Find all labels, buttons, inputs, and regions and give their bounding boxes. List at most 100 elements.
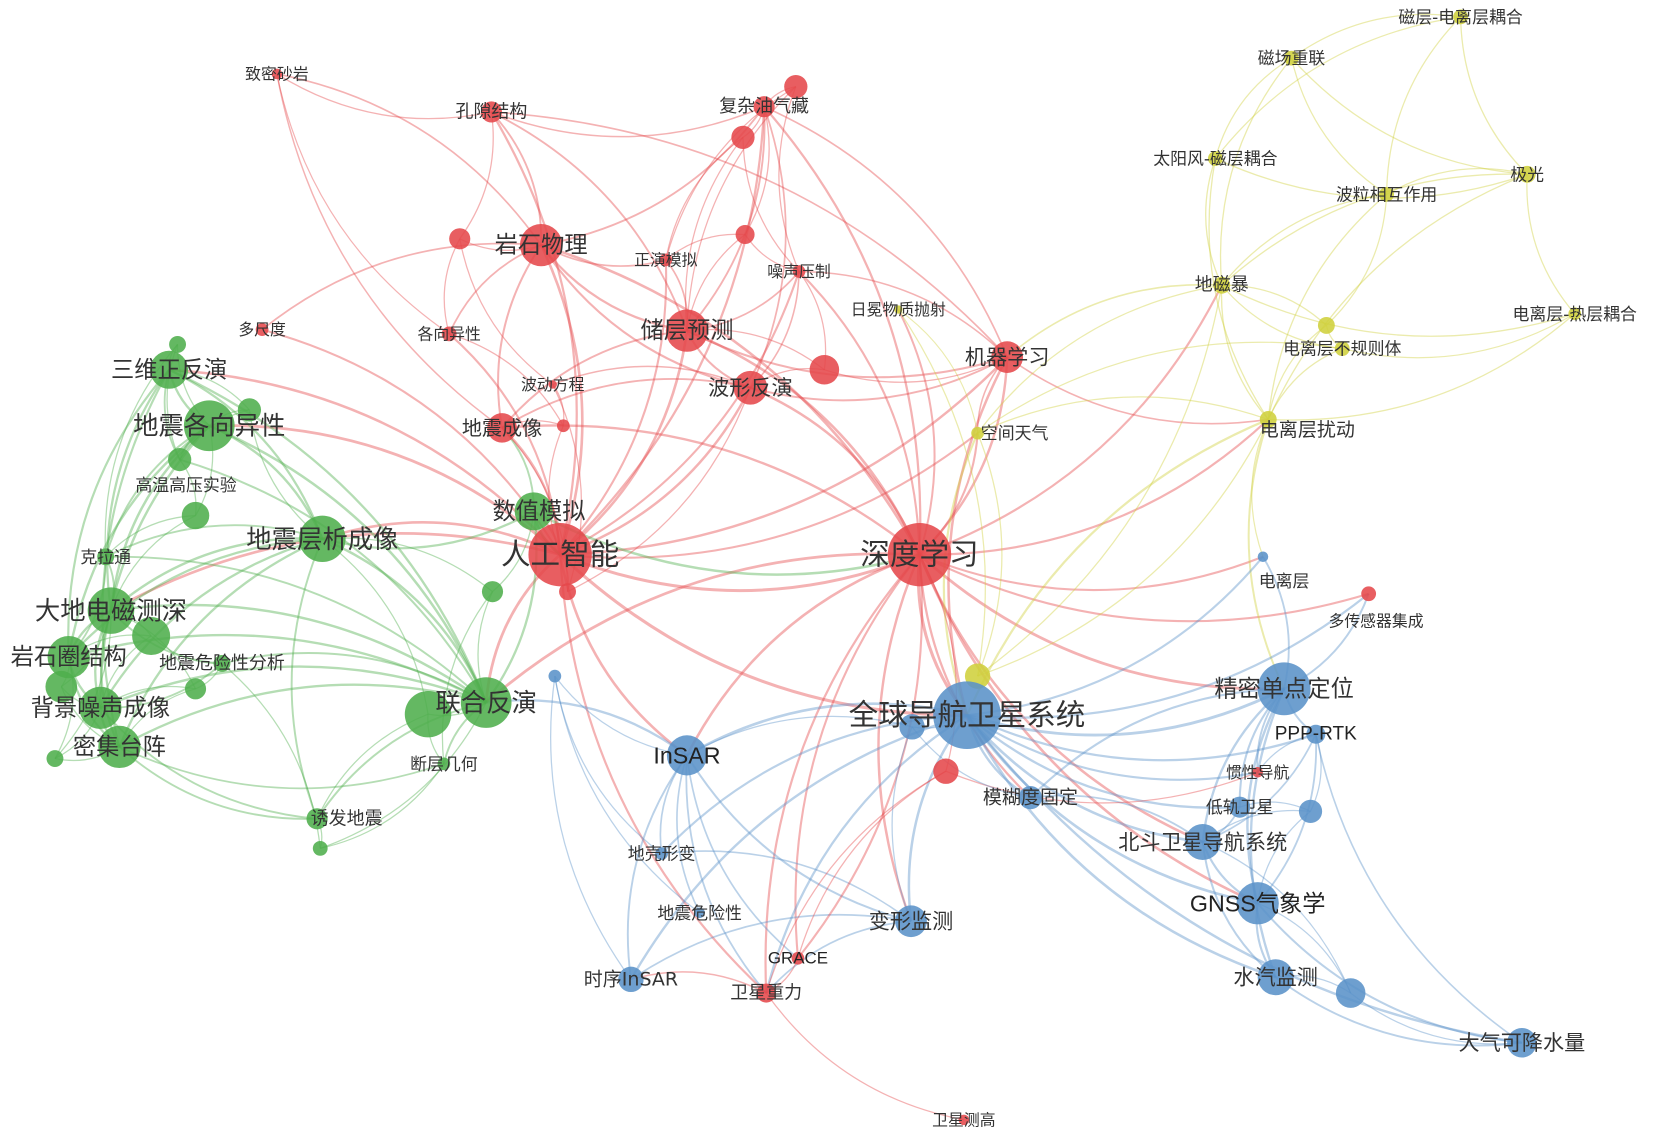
edge	[208, 424, 488, 704]
node-green	[45, 670, 78, 703]
edge	[877, 554, 921, 922]
edge	[554, 676, 701, 914]
edge	[67, 369, 170, 658]
edge	[1256, 734, 1318, 904]
node-yellow	[1379, 186, 1395, 202]
node-label: 背景噪声成像	[31, 694, 170, 721]
node-yellow	[1213, 276, 1231, 294]
node-label: 致密砂岩	[245, 64, 308, 83]
node-yellow	[1317, 316, 1335, 334]
node-label: 日冕物质抛射	[851, 300, 946, 319]
edge	[1275, 976, 1523, 1047]
node-label: 复杂油气藏	[719, 96, 809, 117]
edge	[1290, 57, 1387, 195]
edge	[276, 73, 503, 429]
edge	[99, 537, 323, 709]
node-label: 惯性导航	[1226, 763, 1290, 782]
edge	[630, 913, 912, 981]
edge	[630, 971, 767, 994]
edge	[459, 238, 554, 386]
edge	[443, 238, 461, 335]
node-blue	[1236, 882, 1279, 925]
node-green	[213, 655, 231, 672]
edge	[554, 676, 662, 855]
node-label: 联合反演	[435, 688, 536, 718]
node-label: 诱发地震	[311, 808, 383, 829]
edge	[501, 329, 688, 429]
node-blue	[694, 907, 705, 919]
node-red	[887, 522, 952, 587]
edge	[321, 537, 488, 704]
node-label: 孔隙结构	[456, 101, 528, 122]
node-label: 储层预测	[640, 317, 733, 344]
edge	[1030, 794, 1204, 843]
node-label: 密集台阵	[73, 733, 166, 760]
node-label: 大气可降水量	[1458, 1030, 1585, 1055]
node-label: 地震危险性	[657, 903, 742, 923]
node-yellow	[1518, 165, 1536, 183]
node-red	[480, 101, 503, 123]
edge	[559, 387, 752, 556]
edge	[919, 284, 1223, 556]
edge	[67, 537, 323, 658]
node-red	[933, 758, 959, 784]
node-red	[548, 380, 557, 389]
node-label: 北斗卫星导航系统	[1118, 830, 1287, 855]
edge	[966, 592, 1370, 719]
node-red	[271, 68, 283, 80]
node-green	[132, 616, 171, 656]
edge	[320, 763, 445, 849]
edge	[919, 553, 1264, 592]
edge	[765, 714, 968, 994]
edge	[977, 285, 1223, 677]
edge	[567, 387, 751, 593]
node-green	[150, 350, 189, 389]
node-label: 数值模拟	[493, 498, 586, 525]
edge	[1221, 284, 1575, 337]
node-green	[404, 690, 452, 738]
edge	[1219, 57, 1293, 286]
edge	[765, 920, 912, 994]
node-label: 机器学习	[965, 345, 1050, 370]
edge	[965, 714, 1277, 979]
edge	[540, 244, 688, 332]
edge	[559, 271, 800, 556]
edge	[276, 73, 542, 246]
node-red	[809, 354, 840, 385]
edge	[685, 553, 920, 756]
node-green	[299, 515, 346, 563]
edge	[1459, 16, 1528, 175]
node-yellow	[1334, 341, 1350, 357]
edge	[559, 553, 968, 717]
node-yellow	[1284, 50, 1299, 66]
node-blue	[1306, 724, 1326, 744]
edge	[68, 633, 487, 704]
node-label: 深度学习	[860, 538, 978, 572]
node-label: 地壳形变	[628, 844, 696, 864]
edge	[559, 259, 668, 556]
edge	[539, 244, 584, 556]
edge	[684, 136, 744, 331]
node-green	[460, 677, 512, 728]
node-label: 时序InSAR	[584, 968, 678, 990]
node-green	[481, 581, 504, 603]
edge	[491, 111, 688, 331]
edge	[1215, 157, 1528, 199]
edge	[686, 715, 913, 756]
edge	[744, 106, 770, 235]
edge	[560, 356, 1009, 556]
node-label: InSAR	[653, 742, 720, 768]
node-red	[1252, 767, 1263, 778]
node-red	[255, 323, 269, 336]
node-red	[756, 983, 776, 1003]
edge	[1267, 324, 1327, 420]
node-label: 波形反演	[708, 375, 793, 400]
edge	[965, 714, 1258, 905]
node-red	[784, 75, 808, 99]
node-yellow	[1453, 9, 1468, 25]
node-green	[514, 492, 553, 531]
node-green	[184, 678, 207, 700]
node-blue	[1257, 959, 1294, 996]
node-red	[559, 583, 576, 601]
node-label: 多传感器集成	[1328, 612, 1423, 631]
